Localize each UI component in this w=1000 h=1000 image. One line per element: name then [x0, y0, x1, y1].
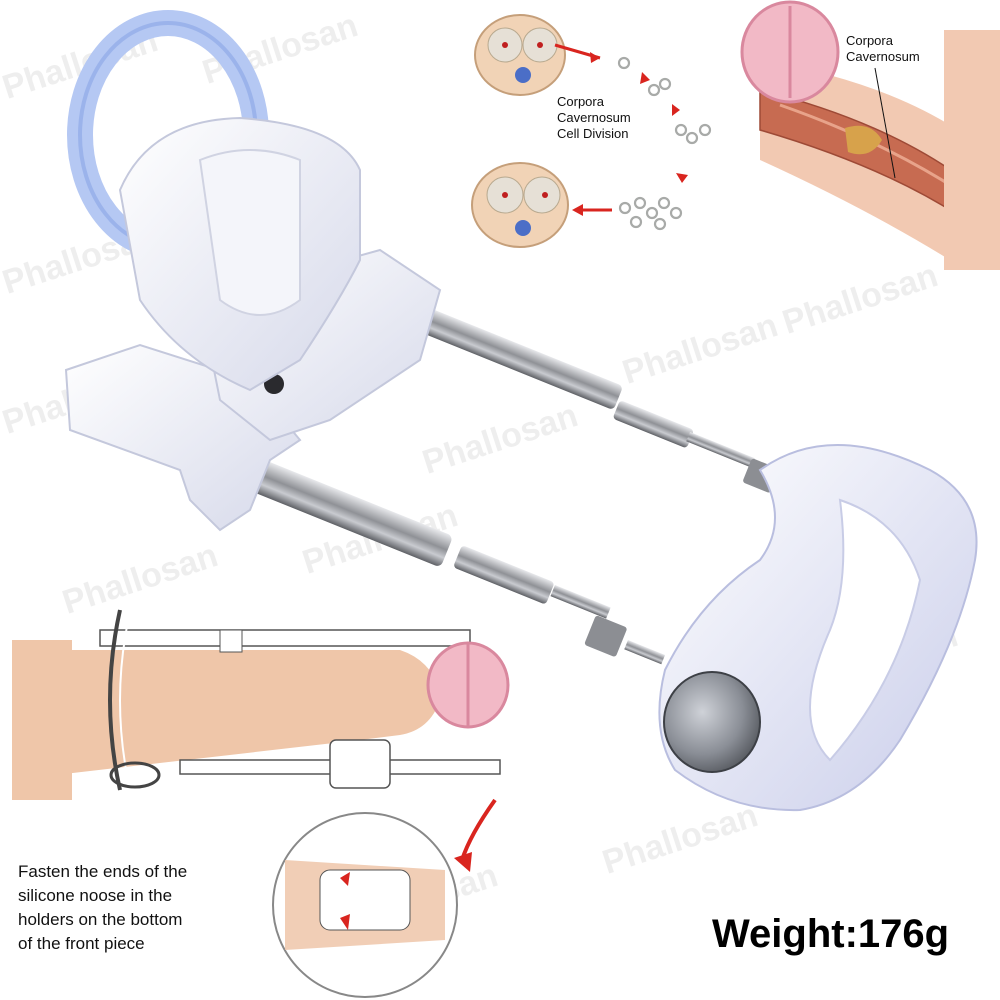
base-piece [64, 116, 442, 532]
instruction-caption: Fasten the ends of the silicone noose in… [18, 862, 188, 953]
corpora-cavernosum-label: Corpora Cavernosum [846, 33, 920, 64]
usage-diagram [12, 609, 510, 998]
weight-label: Weight:176g [712, 912, 950, 956]
cell-division-diagram [471, 14, 712, 248]
lower-rod [229, 451, 666, 665]
anatomy-illustration [740, 0, 1000, 270]
front-piece [658, 444, 978, 812]
cell-division-label: Corpora Cavernosum Cell Division [557, 94, 631, 141]
upper-rod [401, 301, 779, 493]
